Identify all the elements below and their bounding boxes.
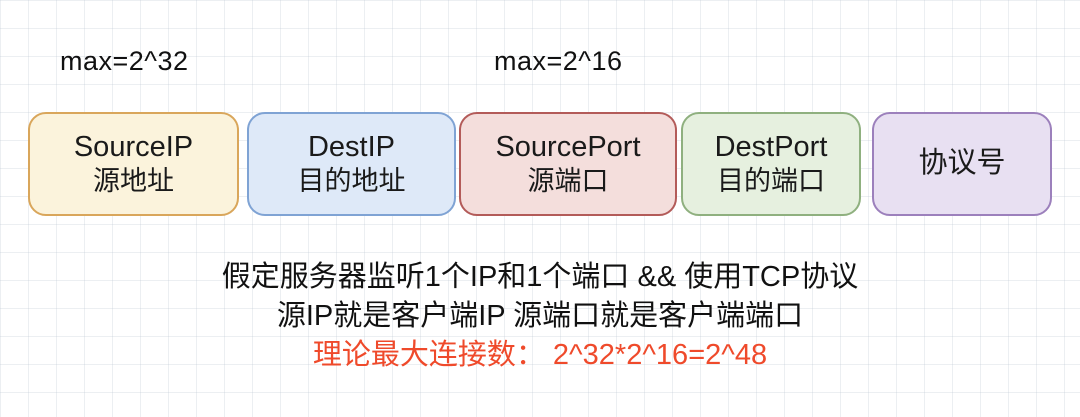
box-source-port: SourcePort 源端口 [459,112,677,216]
annotation-max-source-ip: max=2^32 [60,46,189,76]
box-source-ip-title: SourceIP [73,130,194,163]
box-source-ip-subtitle: 源地址 [93,166,174,197]
box-source-port-title: SourcePort [495,130,641,163]
box-dest-port: DestPort 目的端口 [681,112,861,216]
note-line-client: 源IP就是客户端IP 源端口就是客户端端口 [276,300,804,332]
box-source-port-subtitle: 源端口 [527,166,609,197]
box-dest-port-title: DestPort [714,130,828,163]
box-dest-ip-title: DestIP [307,130,396,163]
box-protocol-title: 协议号 [918,147,1006,180]
annotation-max-source-port: max=2^16 [494,46,623,76]
note-line-max-connections: 理论最大连接数： 2^32*2^16=2^48 [312,339,768,371]
box-source-ip: SourceIP 源地址 [28,112,239,216]
box-dest-ip: DestIP 目的地址 [247,112,456,216]
box-protocol: 协议号 [872,112,1052,216]
notes-block: 假定服务器监听1个IP和1个端口 && 使用TCP协议 源IP就是客户端IP 源… [0,258,1080,375]
note-line-assumption: 假定服务器监听1个IP和1个端口 && 使用TCP协议 [221,261,859,293]
box-dest-ip-subtitle: 目的地址 [297,166,406,197]
box-dest-port-subtitle: 目的端口 [717,166,825,197]
